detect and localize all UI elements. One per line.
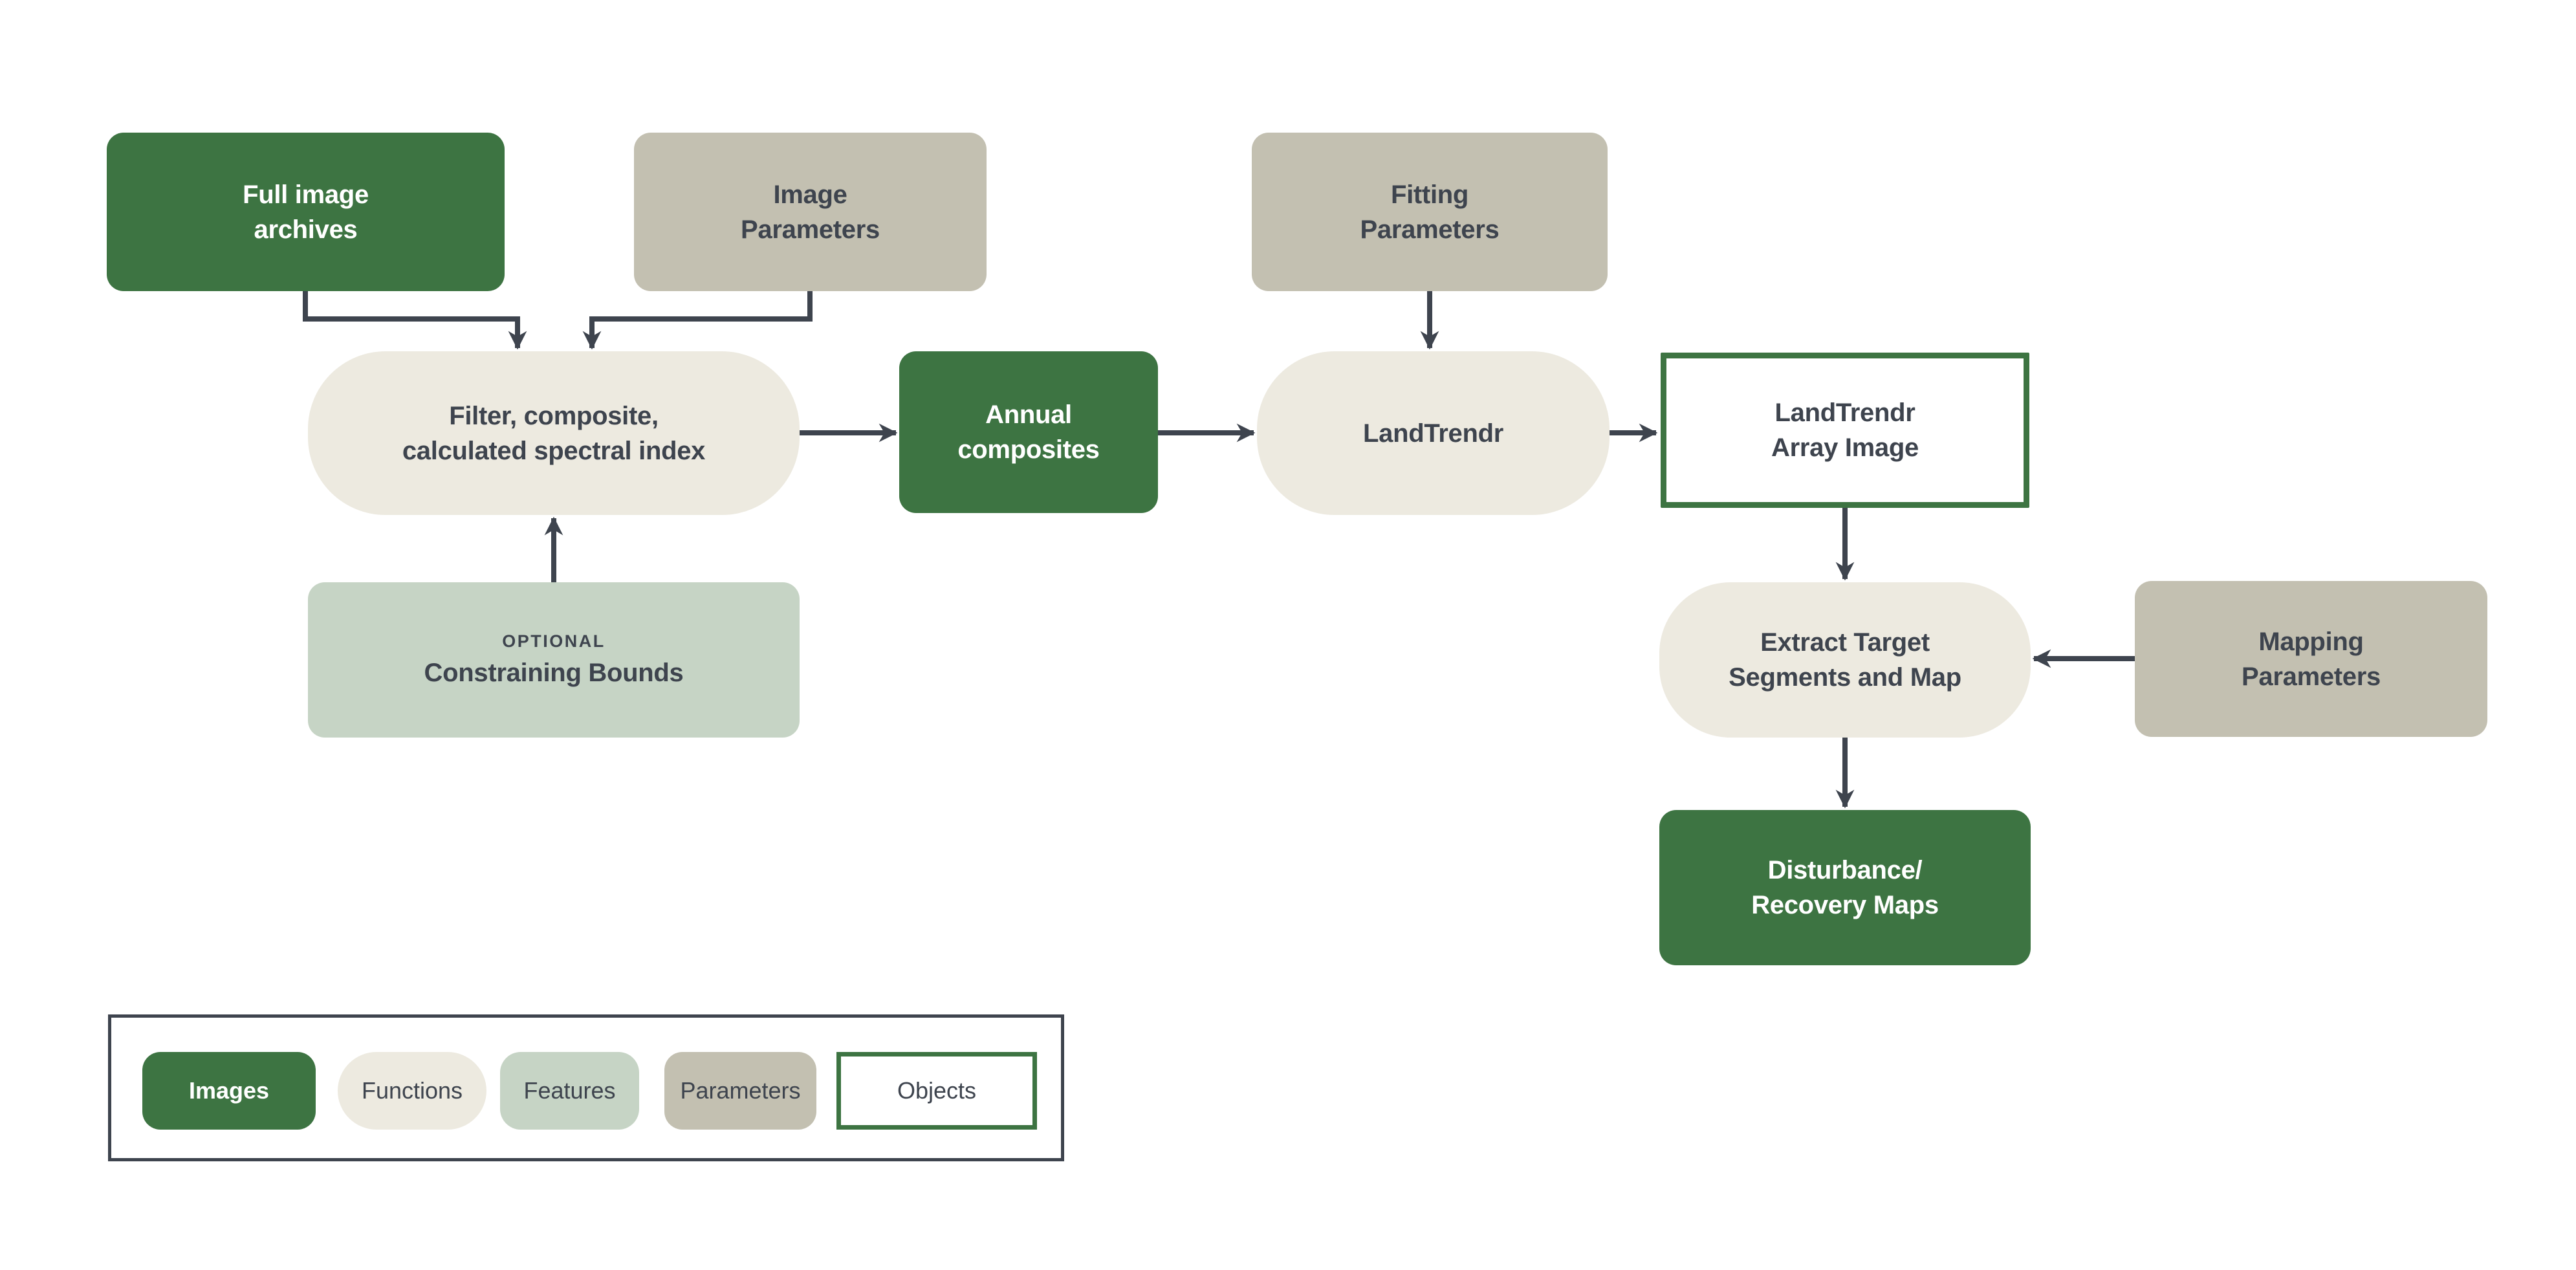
arrow-imageparams-to-filter (582, 291, 813, 350)
node-label-line: Extract Target (1760, 628, 1930, 657)
node-label-line: Parameters (1360, 215, 1500, 244)
optional-tag: OPTIONAL (502, 631, 606, 651)
legend-label: Objects (897, 1077, 977, 1104)
legend-chip-features: Features (500, 1052, 639, 1130)
node-label-line: composites (957, 435, 1100, 464)
node-disturbance-recovery-maps: Disturbance/ Recovery Maps (1659, 810, 2031, 965)
node-label-line: Fitting (1390, 180, 1469, 209)
node-label-line: LandTrendr (1774, 399, 1916, 427)
legend-chip-objects: Objects (836, 1052, 1037, 1130)
node-mapping-parameters: Mapping Parameters (2135, 581, 2487, 737)
node-fitting-parameters: Fitting Parameters (1252, 133, 1608, 291)
legend-label: Features (523, 1077, 616, 1104)
node-label-line: Filter, composite, (449, 401, 659, 430)
node-label-line: Mapping (2258, 627, 2364, 656)
node-label-line: Constraining Bounds (424, 659, 684, 688)
node-label-line: Parameters (2242, 662, 2381, 691)
node-label-line: calculated spectral index (402, 436, 706, 465)
legend-chip-functions: Functions (338, 1052, 486, 1130)
node-label-line: Image (773, 180, 847, 209)
node-landtrendr-array-image: LandTrendr Array Image (1661, 353, 2029, 508)
node-constraining-bounds: OPTIONAL Constraining Bounds (308, 582, 800, 738)
node-landtrendr: LandTrendr (1257, 351, 1610, 515)
node-label-line: Disturbance/ (1767, 856, 1923, 884)
node-full-image-archives: Full image archives (107, 133, 505, 291)
node-label-line: Full image (243, 180, 369, 209)
node-extract-target-segments: Extract Target Segments and Map (1659, 582, 2031, 738)
node-label-line: Annual (985, 400, 1072, 429)
node-image-parameters: Image Parameters (634, 133, 987, 291)
node-filter-composite: Filter, composite, calculated spectral i… (308, 351, 800, 515)
node-label-line: Recovery Maps (1751, 891, 1939, 919)
legend-box: Images Functions Features Parameters Obj… (108, 1014, 1064, 1161)
arrow-archives-to-filter (303, 291, 527, 350)
legend-label: Parameters (680, 1077, 801, 1104)
node-label-line: Segments and Map (1729, 663, 1961, 692)
legend-label: Images (188, 1077, 270, 1104)
node-label-line: LandTrendr (1362, 419, 1504, 448)
node-label-line: archives (254, 215, 358, 244)
node-label-line: Array Image (1771, 433, 1919, 462)
node-label-line: Parameters (741, 215, 880, 244)
node-annual-composites: Annual composites (899, 351, 1158, 513)
legend-label: Functions (361, 1077, 463, 1104)
legend-chip-parameters: Parameters (664, 1052, 816, 1130)
legend-chip-images: Images (142, 1052, 316, 1130)
